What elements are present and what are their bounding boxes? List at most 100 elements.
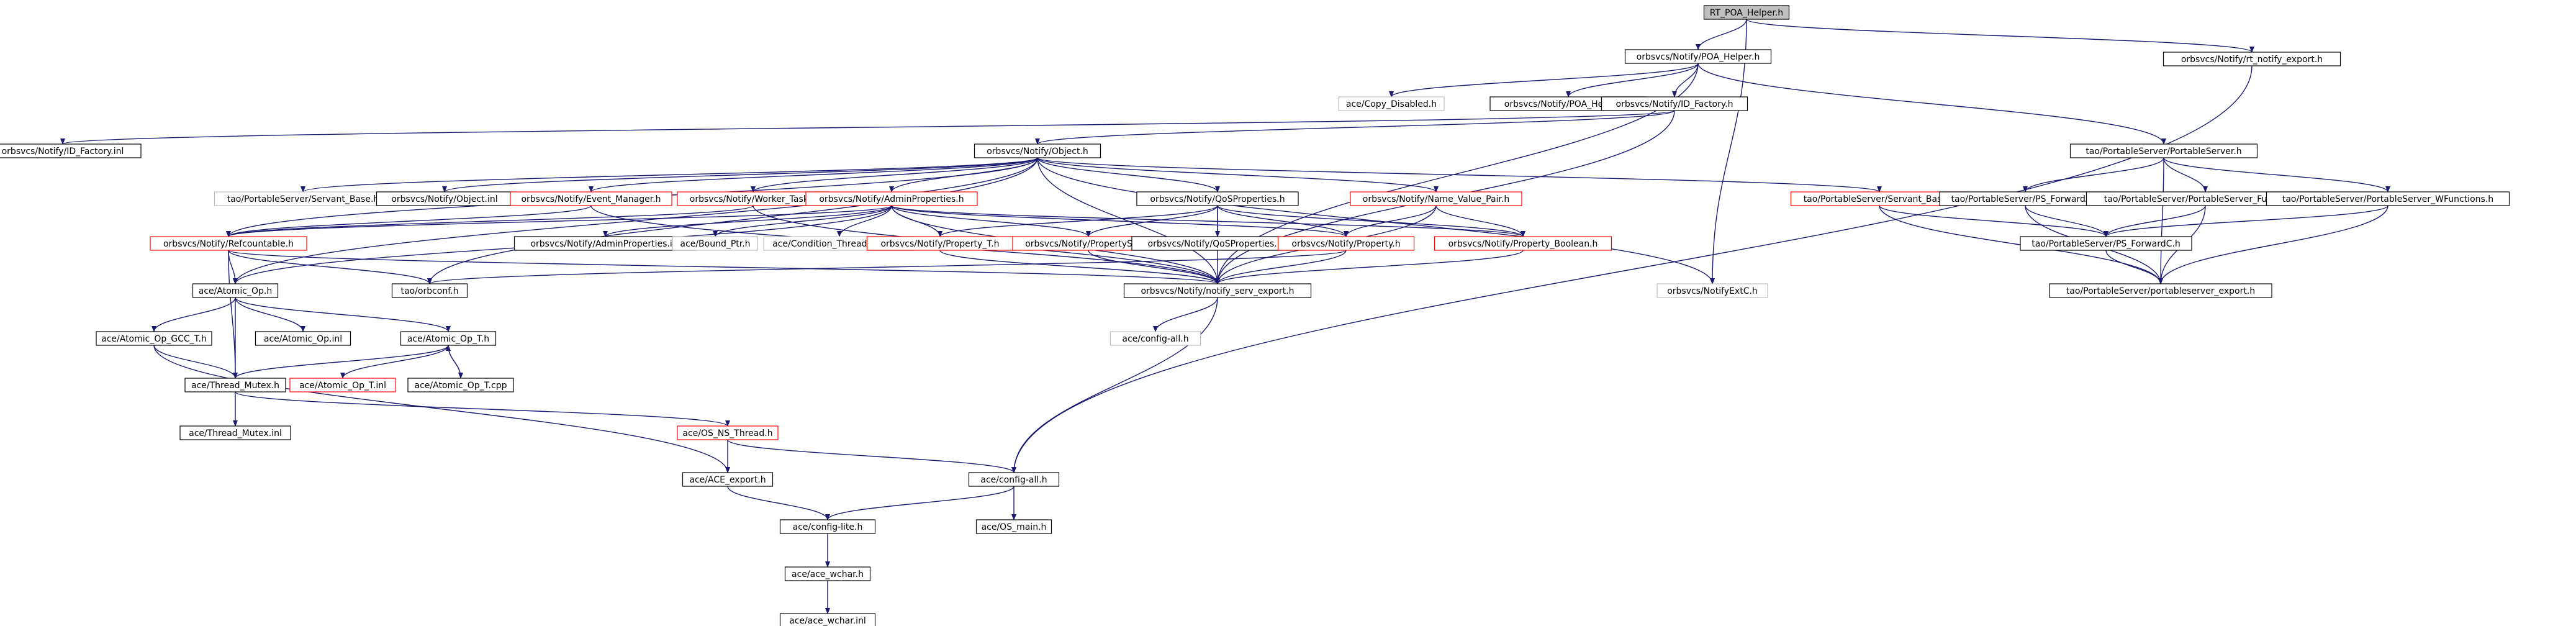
node-label: ace/config-lite.h xyxy=(793,522,863,532)
node-atomic_op_gcc_t[interactable]: ace/Atomic_Op_GCC_T.h xyxy=(96,331,212,346)
node-box xyxy=(974,143,1101,158)
node-portableserver_h[interactable]: tao/PortableServer/PortableServer.h xyxy=(2069,143,2258,158)
node-box xyxy=(407,378,514,392)
edge-rt_poa_helper-to-poa_helper xyxy=(1696,19,1747,50)
node-admin_properties[interactable]: orbsvcs/Notify/AdminProperties.h xyxy=(805,191,978,206)
node-config_all_2[interactable]: ace/config-all.h xyxy=(968,472,1060,487)
node-label: ace/Atomic_Op.h xyxy=(199,286,272,296)
edge-line xyxy=(153,345,238,379)
node-property_boolean[interactable]: orbsvcs/Notify/Property_Boolean.h xyxy=(1434,236,1612,251)
node-box xyxy=(784,566,871,581)
node-atomic_op_inl[interactable]: ace/Atomic_Op.inl xyxy=(255,331,351,346)
node-name_value_pair[interactable]: orbsvcs/Notify/Name_Value_Pair.h xyxy=(1350,191,1522,206)
edge-line xyxy=(589,157,1038,193)
edge-line xyxy=(340,345,449,379)
node-worker_task[interactable]: orbsvcs/Notify/Worker_Task.h xyxy=(677,191,829,206)
node-refcountable[interactable]: orbsvcs/Notify/Refcountable.h xyxy=(150,236,307,251)
edge-portableserver_h-to-portableserver_export xyxy=(2158,157,2164,284)
node-poa_helper[interactable]: orbsvcs/Notify/POA_Helper.h xyxy=(1624,49,1772,64)
edge-qos_properties-to-property_boolean xyxy=(1217,205,1525,237)
node-thread_mutex[interactable]: ace/Thread_Mutex.h xyxy=(184,378,286,392)
node-label: ace/ace_wchar.inl xyxy=(789,616,866,626)
node-label: orbsvcs/Notify/Property_Boolean.h xyxy=(1448,239,1598,249)
node-thread_mutex_inl[interactable]: ace/Thread_Mutex.inl xyxy=(179,425,291,440)
node-label: orbsvcs/Notify/notify_serv_export.h xyxy=(1141,286,1294,296)
edge-id_factory-to-object_h xyxy=(1035,110,1675,145)
node-object_h[interactable]: orbsvcs/Notify/Object.h xyxy=(974,143,1101,158)
node-id_factory[interactable]: orbsvcs/Notify/ID_Factory.h xyxy=(1601,96,1748,111)
node-servant_base[interactable]: tao/PortableServer/Servant_Base.h xyxy=(1790,191,1969,206)
edge-ps_wfunctions-to-ps_forwardc xyxy=(2104,205,2388,237)
edge-line xyxy=(939,250,1220,284)
node-bound_ptr[interactable]: ace/Bound_Ptr.h xyxy=(672,236,759,251)
node-atomic_op_t[interactable]: ace/Atomic_Op_T.h xyxy=(400,331,497,346)
node-ps_forwardc[interactable]: tao/PortableServer/PS_ForwardC.h xyxy=(2020,236,2192,251)
edge-line xyxy=(1086,205,1218,237)
node-event_manager[interactable]: orbsvcs/Notify/Event_Manager.h xyxy=(510,191,672,206)
edge-atomic_op_gcc_t-to-thread_mutex xyxy=(153,345,238,379)
edge-servant_base-to-ps_forwardc xyxy=(1879,205,2108,237)
node-box xyxy=(779,519,876,534)
node-label: tao/PortableServer/PortableServer_Functi… xyxy=(2104,194,2307,204)
node-rt_poa_helper[interactable]: RT_POA_Helper.h xyxy=(1703,5,1790,20)
node-atomic_op_t_cpp[interactable]: ace/Atomic_Op_T.cpp xyxy=(407,378,514,392)
node-config_all_1[interactable]: ace/config-all.h xyxy=(1109,331,1201,346)
node-notify_serv_export[interactable]: orbsvcs/Notify/notify_serv_export.h xyxy=(1123,283,1312,298)
node-notifyextc[interactable]: orbsvcs/NotifyExtC.h xyxy=(1656,283,1768,298)
edge-atomic_op_t-to-thread_mutex xyxy=(233,345,449,379)
node-box xyxy=(1350,191,1522,206)
node-atomic_op[interactable]: ace/Atomic_Op.h xyxy=(192,283,279,298)
node-portableserver_export[interactable]: tao/PortableServer/portableserver_export… xyxy=(2049,283,2272,298)
node-orbconf[interactable]: tao/orbconf.h xyxy=(391,283,468,298)
node-property_seq[interactable]: orbsvcs/Notify/PropertySeq.h xyxy=(1012,236,1165,251)
edge-line xyxy=(713,205,892,237)
node-label: orbsvcs/Notify/Property_T.h xyxy=(880,239,999,249)
node-qos_properties[interactable]: orbsvcs/Notify/QoSProperties.h xyxy=(1136,191,1299,206)
node-os_main[interactable]: ace/OS_main.h xyxy=(975,519,1052,534)
edge-ps_functions-to-ps_forwardc xyxy=(2104,205,2206,237)
edge-ace_export-to-config_lite xyxy=(727,486,830,520)
node-rt_notify_export[interactable]: orbsvcs/Notify/rt_notify_export.h xyxy=(2162,52,2341,66)
node-os_ns_thread[interactable]: ace/OS_NS_Thread.h xyxy=(677,425,779,440)
node-label: orbsvcs/Notify/QoSProperties.inl xyxy=(1148,239,1288,249)
edge-admin_properties-to-condition_thread_mutex xyxy=(837,205,892,237)
edge-admin_properties-to-bound_ptr xyxy=(713,205,892,237)
node-admin_properties_inl[interactable]: orbsvcs/Notify/AdminProperties.inl xyxy=(513,236,697,251)
edge-line xyxy=(2158,157,2164,284)
node-object_inl[interactable]: orbsvcs/Notify/Object.inl xyxy=(376,191,513,206)
node-label: ace/config-all.h xyxy=(1122,334,1188,344)
node-box xyxy=(255,331,351,346)
edge-line xyxy=(1037,157,1882,193)
node-property_t[interactable]: orbsvcs/Notify/Property_T.h xyxy=(866,236,1014,251)
node-copy_disabled[interactable]: ace/Copy_Disabled.h xyxy=(1338,96,1445,111)
node-ace_export[interactable]: ace/ACE_export.h xyxy=(682,472,774,487)
node-atomic_op_t_inl[interactable]: ace/Atomic_Op_T.inl xyxy=(289,378,396,392)
edge-poa_helper-to-portableserver_h xyxy=(1697,63,2166,145)
node-label: tao/PortableServer/PortableServer.h xyxy=(2086,147,2241,156)
node-ace_wchar_inl[interactable]: ace/ace_wchar.inl xyxy=(779,613,876,626)
edge-line xyxy=(235,391,730,427)
node-label: orbsvcs/Notify/ID_Factory.inl xyxy=(2,147,124,156)
node-ps_wfunctions[interactable]: tao/PortableServer/PortableServer_WFunct… xyxy=(2266,191,2510,206)
edge-line xyxy=(301,157,1038,193)
node-box xyxy=(1277,236,1415,251)
node-ace_wchar[interactable]: ace/ace_wchar.h xyxy=(784,566,871,581)
node-box xyxy=(2069,143,2258,158)
edge-object_h-to-event_manager xyxy=(589,157,1038,193)
edge-line xyxy=(1215,63,1699,284)
node-ps_functions[interactable]: tao/PortableServer/PortableServer_Functi… xyxy=(2086,191,2325,206)
node-config_lite[interactable]: ace/config-lite.h xyxy=(779,519,876,534)
edge-line xyxy=(228,250,1220,284)
node-box xyxy=(1123,283,1312,298)
edge-ps_forwarda-to-ps_forwardc xyxy=(2025,205,2108,237)
node-ps_forwarda[interactable]: tao/PortableServer/PS_ForwardA.h xyxy=(1939,191,2112,206)
node-property_h[interactable]: orbsvcs/Notify/Property.h xyxy=(1277,236,1415,251)
node-id_factory_inl[interactable]: orbsvcs/Notify/ID_Factory.inl xyxy=(0,143,142,158)
node-label: ace/config-all.h xyxy=(980,475,1047,485)
edge-line xyxy=(2158,205,2388,284)
edge-line xyxy=(153,345,730,473)
edge-line xyxy=(2163,157,2208,193)
edge-line xyxy=(2105,250,2163,284)
node-portable_server_base[interactable]: tao/PortableServer/Servant_Base.h xyxy=(214,191,392,206)
node-qos_properties_inl[interactable]: orbsvcs/Notify/QoSProperties.inl xyxy=(1131,236,1304,251)
